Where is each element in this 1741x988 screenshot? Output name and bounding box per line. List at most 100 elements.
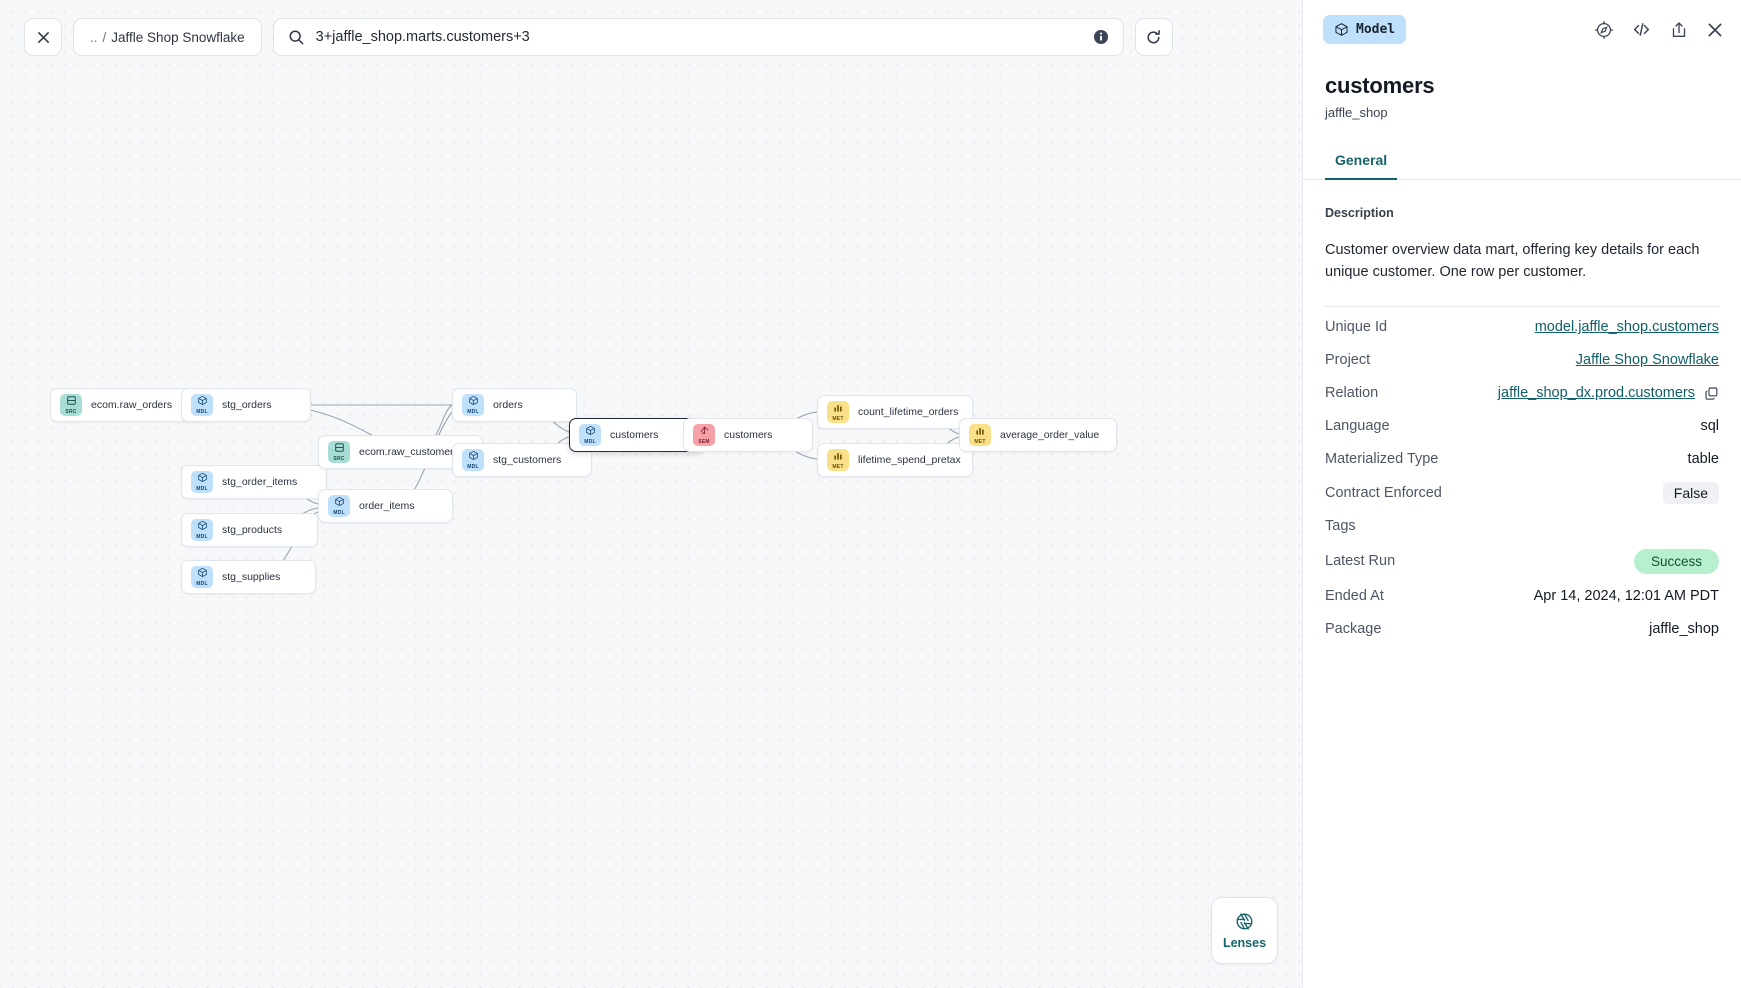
refresh-button[interactable] bbox=[1134, 18, 1173, 56]
close-icon bbox=[37, 31, 49, 43]
property-value[interactable]: jaffle_shop_dx.prod.customers bbox=[1497, 385, 1695, 402]
panel-title-block: customers jaffle_shop bbox=[1303, 59, 1741, 120]
breadcrumb-dots: .. bbox=[90, 29, 98, 45]
breadcrumb-project: Jaffle Shop Snowflake bbox=[111, 29, 245, 45]
description-text: Customer overview data mart, offering ke… bbox=[1325, 242, 1700, 281]
property-value-wrap: Success bbox=[1633, 548, 1719, 574]
mdl-badge-icon: MDL bbox=[191, 519, 213, 541]
property-key: Tags bbox=[1325, 518, 1356, 535]
property-key: Ended At bbox=[1325, 588, 1384, 605]
resource-type-label: Model bbox=[1356, 22, 1396, 37]
property-key: Project bbox=[1325, 352, 1371, 369]
property-row: Ended At Apr 14, 2024, 12:01 AM PDT bbox=[1325, 580, 1719, 613]
aperture-icon bbox=[1236, 912, 1253, 930]
graph-node-customers_sem[interactable]: SEM customers bbox=[683, 418, 813, 452]
code-icon bbox=[1633, 23, 1650, 36]
panel-actions bbox=[1594, 19, 1724, 40]
page-subtitle: jaffle_shop bbox=[1325, 105, 1388, 120]
status-badge: Success bbox=[1633, 548, 1719, 574]
met-badge-icon: MET bbox=[827, 449, 849, 471]
lineage-canvas[interactable]: .. / Jaffle Shop Snowflake bbox=[0, 0, 1302, 988]
page-title: customers bbox=[1325, 73, 1435, 98]
met-badge-icon: MET bbox=[969, 424, 991, 446]
property-row: Contract Enforced False bbox=[1325, 476, 1719, 510]
detail-panel: Model bbox=[1302, 0, 1741, 988]
info-icon[interactable] bbox=[1093, 29, 1109, 45]
graph-node-label: stg_products bbox=[222, 524, 283, 536]
detail-panel-header: Model bbox=[1303, 0, 1741, 59]
met-badge-icon: MET bbox=[827, 401, 849, 423]
property-value-wrap: table bbox=[1688, 451, 1719, 467]
resource-type-chip[interactable]: Model bbox=[1323, 15, 1407, 44]
property-key: Language bbox=[1325, 418, 1390, 435]
src-badge-icon: SRC bbox=[60, 394, 82, 416]
property-value-wrap: sql bbox=[1700, 418, 1719, 434]
graph-node-label: customers bbox=[610, 429, 659, 441]
property-row: Language sql bbox=[1325, 410, 1719, 443]
property-row: Latest Run Success bbox=[1325, 543, 1719, 580]
close-icon bbox=[1708, 23, 1722, 36]
search-bar[interactable] bbox=[272, 18, 1124, 56]
property-key: Unique Id bbox=[1325, 319, 1388, 336]
property-value: table bbox=[1687, 451, 1719, 468]
tab-general[interactable]: General bbox=[1325, 144, 1398, 180]
property-key: Latest Run bbox=[1325, 553, 1396, 570]
mdl-badge-icon: MDL bbox=[191, 471, 213, 493]
panel-body: Description Customer overview data mart,… bbox=[1303, 180, 1741, 646]
graph-node-lifetime_spend[interactable]: MET lifetime_spend_pretax bbox=[817, 443, 973, 477]
lenses-button[interactable]: Lenses bbox=[1211, 897, 1278, 964]
graph-node-ecom_raw_orders[interactable]: SRC ecom.raw_orders bbox=[50, 388, 201, 422]
lenses-label: Lenses bbox=[1222, 935, 1267, 950]
property-row: Project Jaffle Shop Snowflake bbox=[1325, 344, 1719, 377]
graph-node-label: customers bbox=[724, 429, 773, 441]
code-button[interactable] bbox=[1631, 19, 1652, 40]
graph-node-stg_order_items[interactable]: MDL stg_order_items bbox=[181, 465, 327, 499]
mdl-badge-icon: MDL bbox=[191, 394, 213, 416]
breadcrumb-separator: / bbox=[102, 29, 107, 45]
property-value: False bbox=[1662, 481, 1719, 504]
breadcrumb[interactable]: .. / Jaffle Shop Snowflake bbox=[73, 18, 262, 56]
graph-node-label: stg_order_items bbox=[222, 476, 298, 488]
property-key: Contract Enforced bbox=[1325, 484, 1442, 501]
property-value-wrap: Jaffle Shop Snowflake bbox=[1576, 352, 1719, 368]
property-row: Tags bbox=[1325, 510, 1719, 543]
property-key: Materialized Type bbox=[1325, 451, 1439, 468]
property-value: Apr 14, 2024, 12:01 AM PDT bbox=[1533, 588, 1719, 605]
graph-node-customers_mdl[interactable]: MDL customers bbox=[569, 418, 703, 452]
canvas-toolbar: .. / Jaffle Shop Snowflake bbox=[24, 18, 1173, 56]
mdl-badge-icon: MDL bbox=[579, 424, 601, 446]
copy-icon[interactable] bbox=[1704, 386, 1719, 401]
close-panel-button[interactable] bbox=[1706, 21, 1724, 39]
property-value-wrap: False bbox=[1662, 481, 1719, 504]
share-icon bbox=[1672, 21, 1686, 37]
graph-node-label: stg_customers bbox=[493, 454, 562, 466]
graph-node-stg_customers[interactable]: MDL stg_customers bbox=[452, 443, 592, 477]
explore-button[interactable] bbox=[1594, 20, 1614, 40]
search-input[interactable] bbox=[315, 29, 1082, 45]
src-badge-icon: SRC bbox=[328, 441, 350, 463]
cube-icon bbox=[1335, 23, 1348, 36]
graph-node-label: ecom.raw_orders bbox=[91, 399, 173, 411]
graph-node-label: order_items bbox=[359, 500, 415, 512]
mdl-badge-icon: MDL bbox=[462, 449, 484, 471]
graph-node-stg_products[interactable]: MDL stg_products bbox=[181, 513, 318, 547]
close-lineage-button[interactable] bbox=[24, 18, 62, 56]
share-button[interactable] bbox=[1669, 20, 1689, 40]
property-row: Unique Id model.jaffle_shop.customers bbox=[1325, 311, 1719, 344]
property-value[interactable]: model.jaffle_shop.customers bbox=[1534, 319, 1719, 336]
property-key: Package bbox=[1325, 621, 1382, 638]
sem-badge-icon: SEM bbox=[693, 424, 715, 446]
property-value-wrap: jaffle_shop bbox=[1649, 621, 1719, 637]
explore-icon bbox=[1594, 20, 1614, 39]
property-value[interactable]: Jaffle Shop Snowflake bbox=[1575, 352, 1719, 369]
mdl-badge-icon: MDL bbox=[462, 394, 484, 416]
graph-node-label: lifetime_spend_pretax bbox=[858, 454, 961, 466]
